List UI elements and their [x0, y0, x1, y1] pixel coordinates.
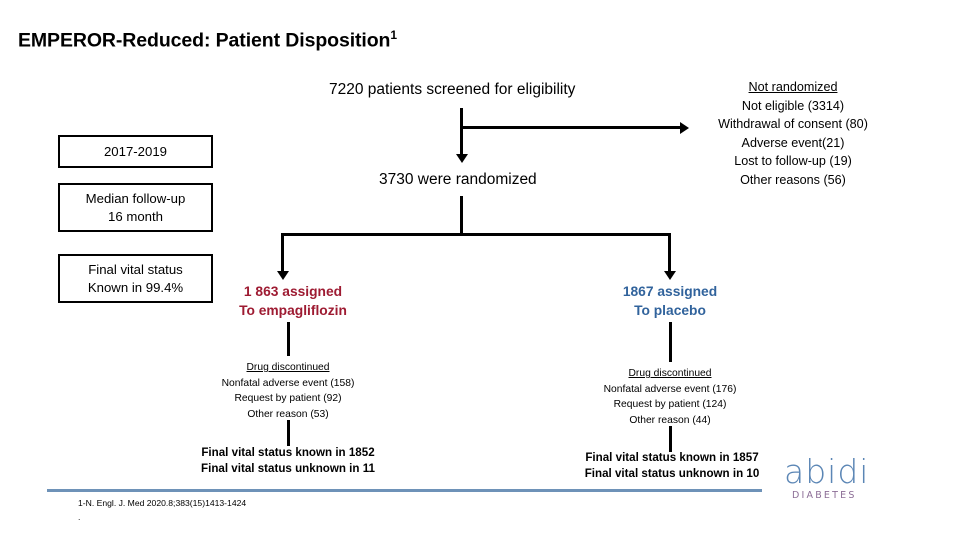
arm-right-count: 1867 assigned [622, 284, 718, 299]
connector-screened-to-not-randomized [460, 126, 682, 130]
connector-right-arm-to-discontinued [669, 322, 673, 362]
arm-left-label: To empagliflozin [239, 303, 347, 319]
arrowhead-right-arm [663, 271, 676, 280]
arm-left-count: 1 863 assigned [243, 284, 343, 299]
not-randomized-heading: Not randomized [748, 80, 838, 94]
discontinued-right-line-2: Request by patient (124) [613, 399, 727, 411]
logo-wordmark: abidi [784, 452, 870, 491]
not-randomized-line-3: Adverse event(21) [741, 135, 845, 150]
discontinued-block-placebo: Drug discontinued Nonfatal adverse event… [565, 366, 775, 429]
node-randomized: 3730 were randomized [379, 171, 537, 188]
not-randomized-line-4: Lost to follow-up (19) [734, 154, 852, 168]
page-title: EMPEROR-Reduced: Patient Disposition1 [18, 28, 397, 53]
info-box-final-vital-status-line1: Final vital status [88, 261, 183, 277]
abidi-diabetes-logo: abidi DIABETES [762, 440, 922, 520]
final-vital-status-placebo: Final vital status known in 1857 Final v… [557, 450, 787, 482]
arm-header-placebo: 1867 assigned To placebo [585, 282, 755, 320]
info-box-final-vital-status-line2: Known in 99.4% [87, 279, 184, 295]
connector-left-arm-to-discontinued [287, 322, 291, 356]
connector-screened-to-randomized [460, 108, 464, 156]
citation-reference: 1-N. Engl. J. Med 2020.8;383(15)1413-142… [78, 498, 247, 508]
citation-trailing-dot: . [78, 512, 81, 522]
connector-right-discontinued-to-final-status [669, 426, 673, 452]
info-box-median-followup-line1: Median follow-up [85, 190, 186, 206]
info-box-final-vital-status: Final vital status Known in 99.4% [58, 254, 213, 303]
final-vital-status-right-line-2: Final vital status unknown in 10 [584, 466, 760, 480]
arrowhead-screened-to-randomized [455, 154, 468, 163]
info-box-study-years-line1: 2017-2019 [103, 143, 168, 159]
final-vital-status-left-line-2: Final vital status unknown in 11 [201, 461, 375, 475]
connector-randomized-stem [460, 196, 464, 234]
discontinued-left-line-1: Nonfatal adverse event (158) [221, 377, 355, 389]
not-randomized-line-2: Withdrawal of consent (80) [718, 117, 868, 131]
discontinued-right-heading: Drug discontinued [628, 368, 712, 379]
discontinued-left-line-2: Request by patient (92) [234, 393, 342, 405]
discontinued-right-line-3: Other reason (44) [629, 414, 711, 426]
final-vital-status-left-line-1: Final vital status known in 1852 [201, 446, 375, 459]
discontinued-right-line-1: Nonfatal adverse event (176) [603, 383, 737, 395]
final-vital-status-empagliflozin: Final vital status known in 1852 Final v… [173, 445, 403, 477]
not-randomized-line-1: Not eligible (3314) [741, 98, 845, 113]
connector-left-discontinued-to-final-status [287, 420, 291, 446]
not-randomized-line-5: Other reasons (56) [740, 172, 846, 187]
logo-subtitle: DIABETES [792, 490, 857, 501]
footer-divider [47, 489, 809, 492]
arm-right-label: To placebo [634, 303, 706, 319]
page-title-text: EMPEROR-Reduced: Patient Disposition [18, 29, 391, 52]
arrowhead-screened-to-not-randomized [680, 121, 689, 134]
arrowhead-left-arm [276, 271, 289, 280]
discontinued-left-line-3: Other reason (53) [247, 408, 329, 420]
page-title-superscript: 1 [390, 28, 397, 42]
discontinued-block-empagliflozin: Drug discontinued Nonfatal adverse event… [183, 360, 393, 423]
discontinued-left-heading: Drug discontinued [246, 362, 330, 373]
arm-header-empagliflozin: 1 863 assigned To empagliflozin [208, 282, 378, 320]
final-vital-status-right-line-1: Final vital status known in 1857 [585, 451, 759, 464]
info-box-median-followup-line2: 16 month [108, 208, 163, 224]
connector-randomization-split-bar [281, 233, 671, 237]
info-box-median-followup: Median follow-up 16 month [58, 183, 213, 232]
connector-right-branch-drop [668, 233, 672, 273]
connector-left-branch-drop [281, 233, 285, 273]
info-box-study-years: 2017-2019 [58, 135, 213, 168]
node-screened: 7220 patients screened for eligibility [329, 81, 576, 98]
not-randomized-block: Not randomized Not eligible (3314) Withd… [688, 78, 898, 189]
